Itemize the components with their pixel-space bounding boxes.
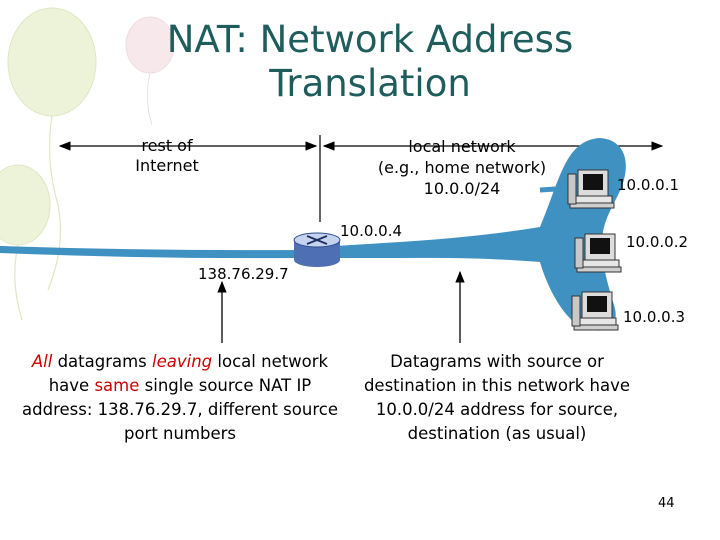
caption-text-1: datagrams <box>52 352 153 371</box>
title-line-1: NAT: Network Address <box>166 18 574 61</box>
local-line-1: local network <box>408 137 516 156</box>
local-network-label: local network (e.g., home network) 10.0.… <box>362 136 562 199</box>
emphasis-all: All <box>31 352 53 371</box>
rest-line-2: Internet <box>135 156 199 175</box>
right-caption: Datagrams with source or destination in … <box>363 352 631 443</box>
host-2-ip: 10.0.0.2 <box>626 233 689 251</box>
router-icon <box>293 232 341 267</box>
page-title: NAT: Network Address Translation <box>90 18 650 106</box>
emphasis-same: same <box>94 376 140 395</box>
local-line-2: (e.g., home network) <box>377 158 547 177</box>
rest-line-1: rest of <box>141 136 193 155</box>
emphasis-leaving: leaving <box>152 352 213 371</box>
local-line-3: 10.0.0/24 <box>423 179 501 198</box>
title-line-2: Translation <box>269 62 471 105</box>
host-1-ip: 10.0.0.1 <box>617 176 680 194</box>
computer-icon <box>567 169 615 209</box>
balloon-icon <box>0 164 51 321</box>
balloon-icon <box>7 7 97 291</box>
computer-icon <box>571 291 619 331</box>
balloon-icon <box>125 16 175 126</box>
left-caption: All datagrams leaving local network have… <box>20 350 340 446</box>
network-links <box>0 138 626 331</box>
caption-text-3: single source NAT IP address: 138.76.29.… <box>22 376 338 443</box>
page-number: 44 <box>658 496 675 511</box>
host-3-ip: 10.0.0.3 <box>623 308 686 326</box>
caption-text-2: local network have <box>48 352 329 395</box>
router-public-ip: 138.76.29.7 <box>198 265 289 283</box>
computer-icon <box>574 233 622 273</box>
rest-of-internet-label: rest of Internet <box>112 136 222 176</box>
router-local-ip: 10.0.0.4 <box>340 222 403 240</box>
